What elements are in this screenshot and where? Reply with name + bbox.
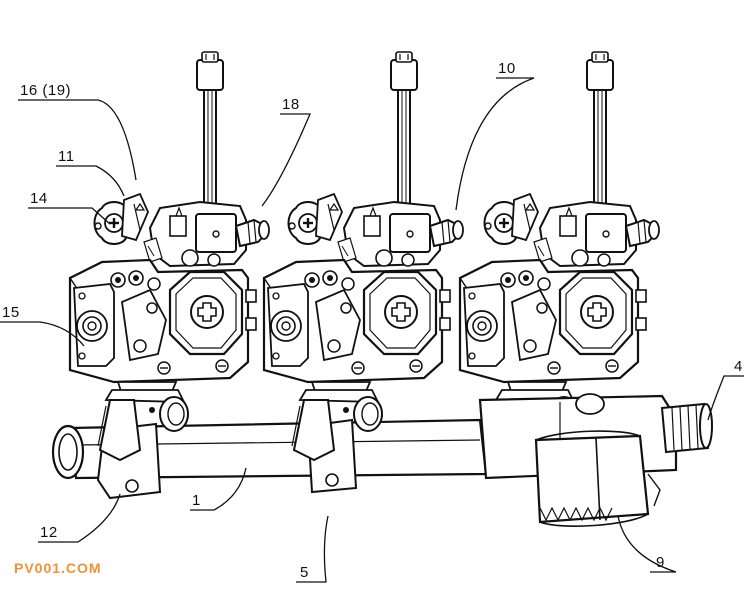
watermark-text: PV001.COM: [14, 560, 102, 576]
label-4: 4: [734, 358, 743, 375]
label-11: 11: [58, 148, 75, 165]
label-9: 9: [656, 554, 665, 571]
label-10: 10: [498, 60, 516, 77]
label-15: 15: [2, 304, 20, 321]
label-12: 12: [40, 524, 58, 541]
label-1: 1: [192, 492, 201, 509]
label-18: 18: [282, 96, 300, 113]
label-16-19: 16 (19): [20, 82, 72, 99]
label-14: 14: [30, 190, 48, 207]
label-5: 5: [300, 564, 309, 581]
